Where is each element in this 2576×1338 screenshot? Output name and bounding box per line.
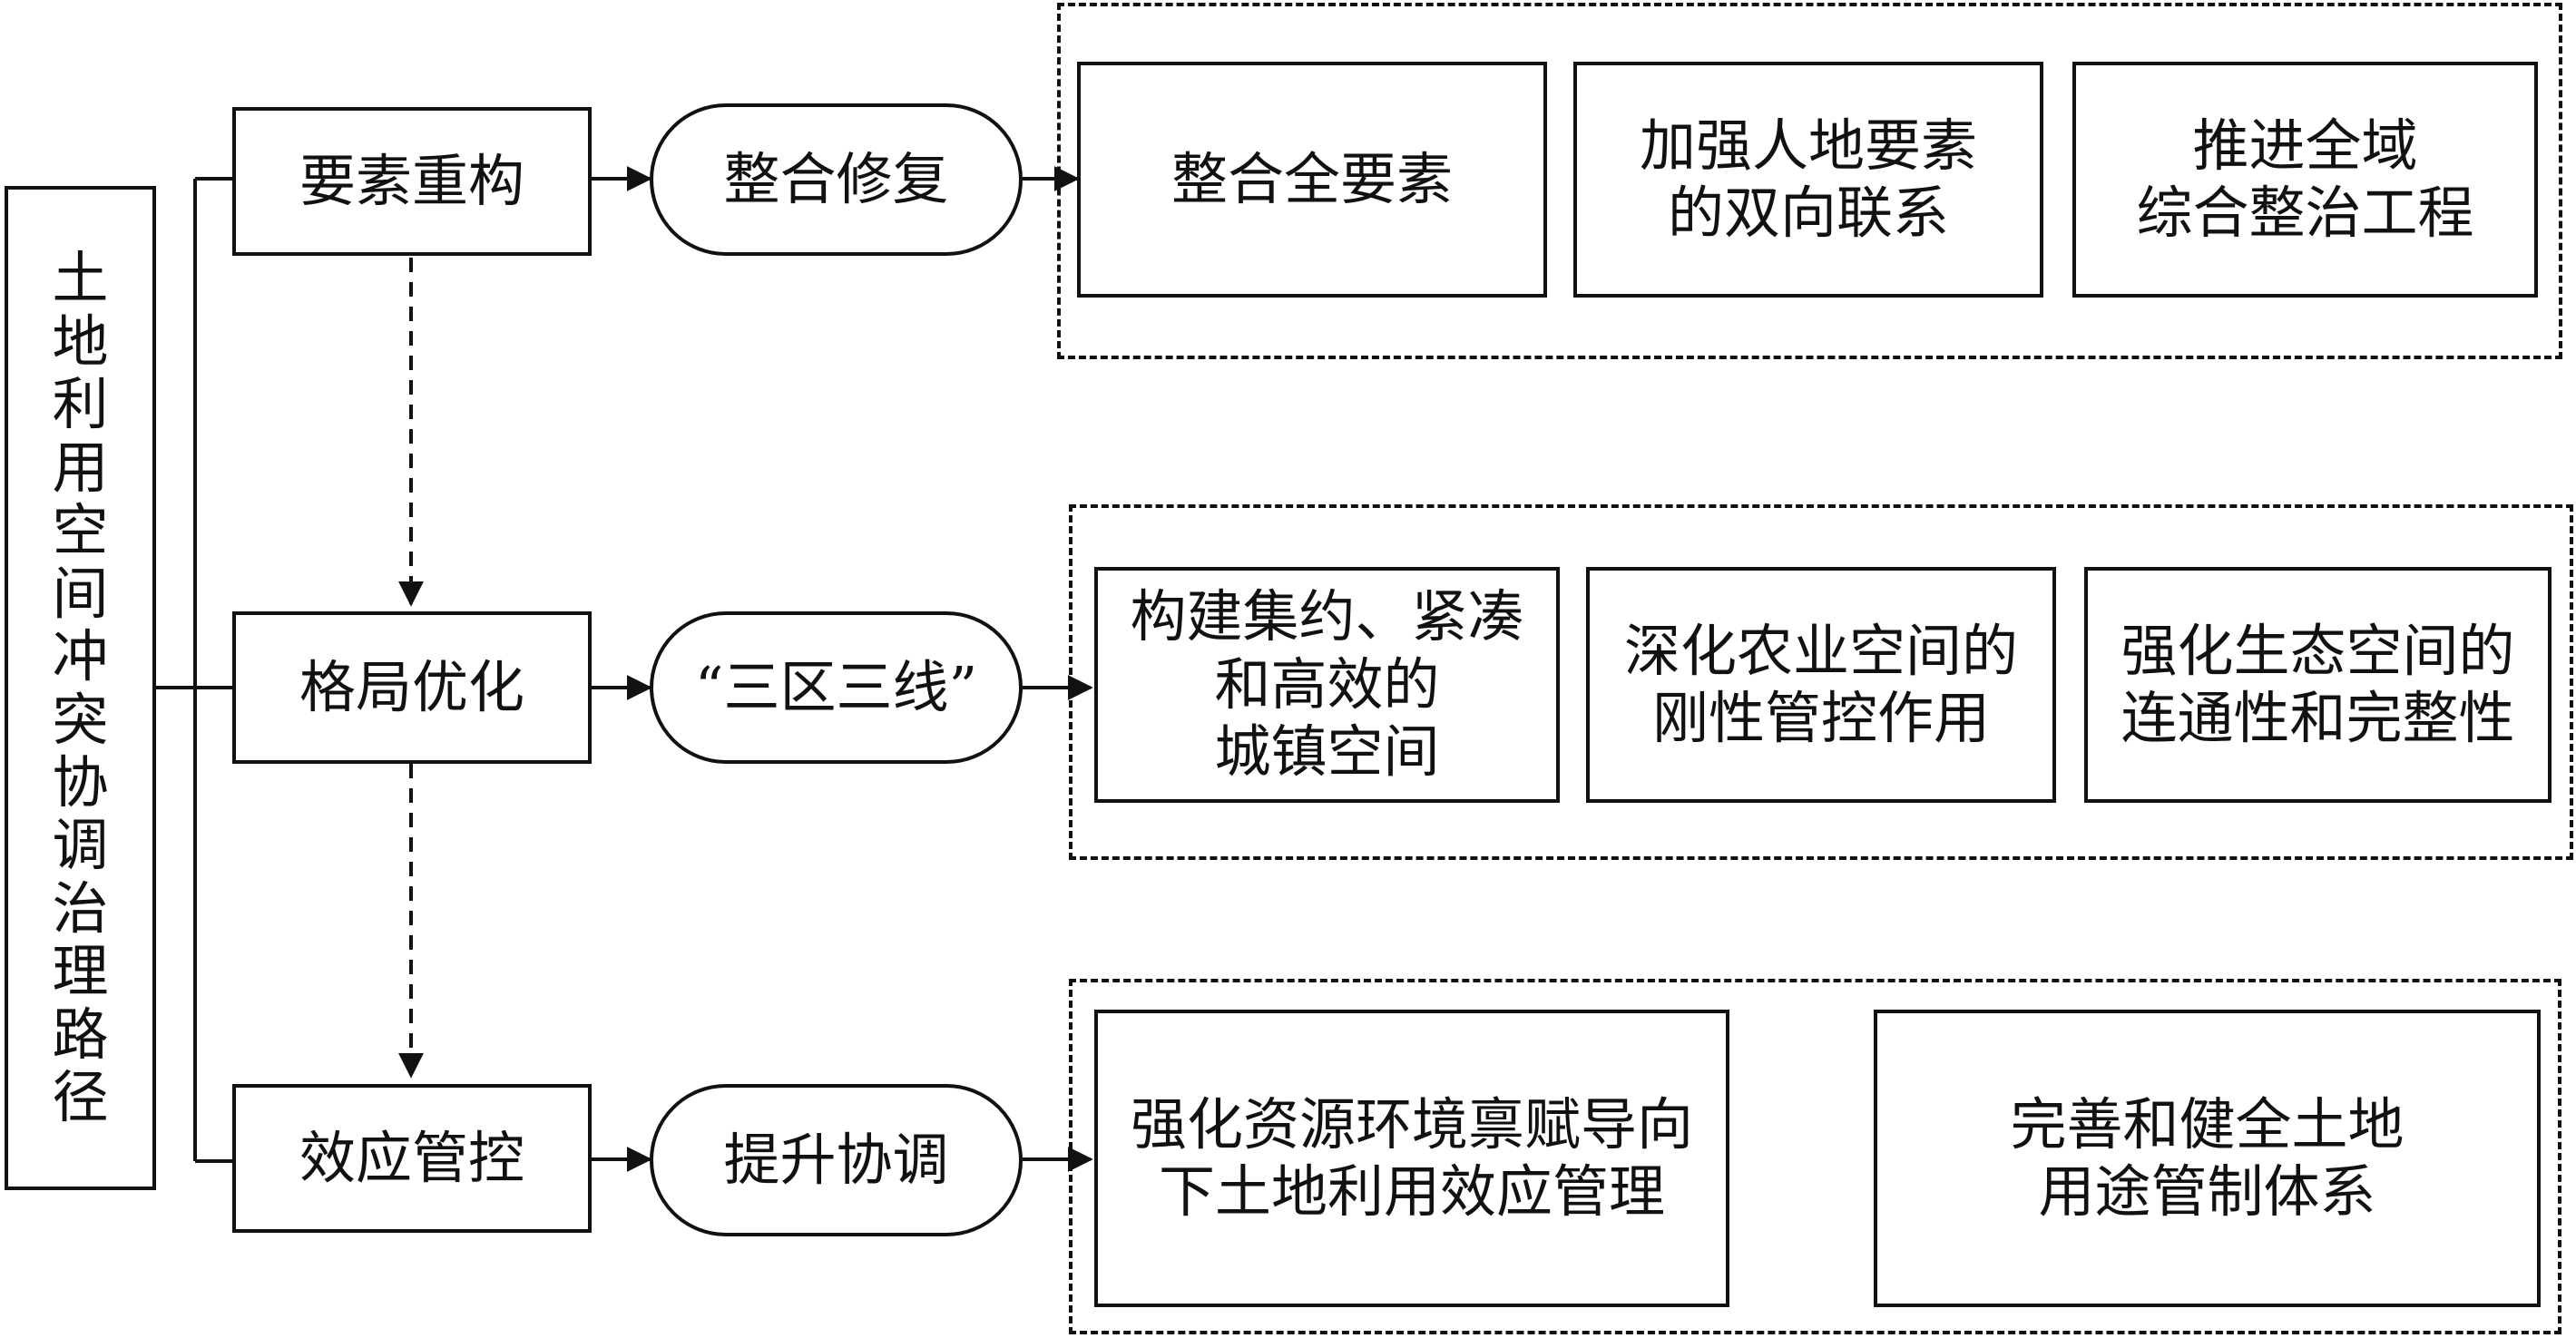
method-pill-2: “三区三线” <box>650 611 1023 764</box>
action-text-2-1: 构建集约、紧凑 和高效的 城镇空间 <box>1130 583 1524 786</box>
action-box-3-2: 完善和健全土地 用途管制体系 <box>1874 1010 2541 1307</box>
action-text-2-3: 强化生态空间的 连通性和完整性 <box>2121 617 2515 751</box>
method-label-2: “三区三线” <box>694 653 978 720</box>
action-box-1-1: 整合全要素 <box>1077 62 1547 298</box>
stage-box-3: 效应管控 <box>232 1084 592 1233</box>
method-label-3: 提升协调 <box>723 1126 949 1193</box>
action-box-2-3: 强化生态空间的 连通性和完整性 <box>2084 567 2552 803</box>
action-box-2-2: 深化农业空间的 刚性管控作用 <box>1586 567 2056 803</box>
method-label-1: 整合修复 <box>723 145 949 212</box>
action-text-3-1: 强化资源环境禀赋导向 下土地利用效应管理 <box>1130 1090 1693 1225</box>
action-text-1-2: 加强人地要素 的双向联系 <box>1639 112 1977 246</box>
action-box-3-1: 强化资源环境禀赋导向 下土地利用效应管理 <box>1094 1010 1729 1307</box>
method-pill-1: 整合修复 <box>650 103 1023 256</box>
stage-label-2: 格局优化 <box>299 653 524 720</box>
root-title-box: 土 地 利 用 空 间 冲 突 协 调 治 理 路 径 <box>5 186 156 1190</box>
action-text-1-1: 整合全要素 <box>1170 145 1453 212</box>
stage-label-3: 效应管控 <box>299 1124 524 1191</box>
action-group-3 <box>1069 979 2561 1334</box>
action-box-1-2: 加强人地要素 的双向联系 <box>1573 62 2043 298</box>
stage-box-1: 要素重构 <box>232 107 592 256</box>
action-text-2-2: 深化农业空间的 刚性管控作用 <box>1623 617 2018 751</box>
action-group-1 <box>1057 3 2562 359</box>
stage-box-2: 格局优化 <box>232 611 592 764</box>
action-text-3-2: 完善和健全土地 用途管制体系 <box>2010 1090 2405 1225</box>
root-title: 土 地 利 用 空 间 冲 突 协 调 治 理 路 径 <box>52 245 109 1131</box>
action-group-2 <box>1069 504 2573 860</box>
action-text-1-3: 推进全域 综合整治工程 <box>2136 112 2474 246</box>
stage-label-1: 要素重构 <box>299 147 524 214</box>
action-box-2-1: 构建集约、紧凑 和高效的 城镇空间 <box>1094 567 1560 803</box>
method-pill-3: 提升协调 <box>650 1084 1023 1236</box>
action-box-1-3: 推进全域 综合整治工程 <box>2072 62 2538 298</box>
